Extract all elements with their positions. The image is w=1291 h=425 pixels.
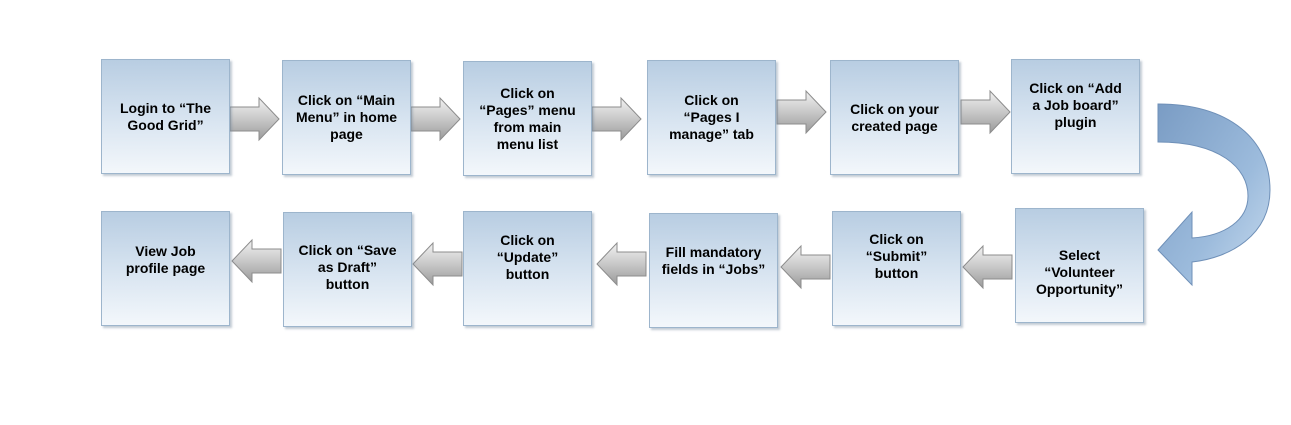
step-update: Click on “Update” button: [463, 211, 592, 326]
arrow-right-4: [776, 89, 827, 135]
step-pages-i-manage-label: Click on “Pages I manage” tab: [669, 92, 754, 142]
step-login: Login to “The Good Grid”: [101, 59, 230, 174]
arrow-left-5: [231, 238, 282, 284]
step-pages-menu: Click on “Pages” menu from main menu lis…: [463, 61, 592, 176]
step-fill-fields: Fill mandatory fields in “Jobs”: [649, 213, 778, 328]
step-view-job-profile-label: View Job profile page: [125, 242, 206, 276]
arrow-left-1: [962, 244, 1013, 290]
step-created-page: Click on your created page: [830, 60, 959, 175]
step-add-job-board: Click on “Add a Job board” plugin: [1011, 59, 1140, 174]
curved-arrow-down: [1157, 103, 1271, 287]
step-pages-menu-label: Click on “Pages” menu from main menu lis…: [479, 84, 576, 152]
step-submit-label: Click on “Submit” button: [865, 230, 928, 281]
step-volunteer-opportunity-label: Select “Volunteer Opportunity”: [1035, 247, 1124, 297]
step-add-job-board-label: Click on “Add a Job board” plugin: [1029, 80, 1122, 130]
step-submit: Click on “Submit” button: [832, 211, 961, 326]
arrow-right-5: [960, 89, 1011, 135]
step-save-draft: Click on “Save as Draft” button: [283, 212, 412, 327]
arrow-left-3: [596, 241, 647, 287]
step-created-page-label: Click on your created page: [850, 100, 939, 134]
step-main-menu-label: Click on “Main Menu” in home page: [295, 92, 398, 142]
step-fill-fields-label: Fill mandatory fields in “Jobs”: [661, 243, 766, 277]
step-pages-i-manage: Click on “Pages I manage” tab: [647, 60, 776, 175]
step-update-label: Click on “Update” button: [496, 232, 559, 282]
arrow-right-1: [229, 96, 280, 142]
step-login-label: Login to “The Good Grid”: [120, 99, 211, 133]
step-view-job-profile: View Job profile page: [101, 211, 230, 326]
step-volunteer-opportunity: Select “Volunteer Opportunity”: [1015, 208, 1144, 323]
arrow-right-3: [591, 96, 642, 142]
arrow-left-2: [780, 244, 831, 290]
step-save-draft-label: Click on “Save as Draft” button: [298, 242, 397, 292]
arrow-right-2: [410, 96, 461, 142]
step-main-menu: Click on “Main Menu” in home page: [282, 60, 411, 175]
arrow-left-4: [412, 241, 463, 287]
